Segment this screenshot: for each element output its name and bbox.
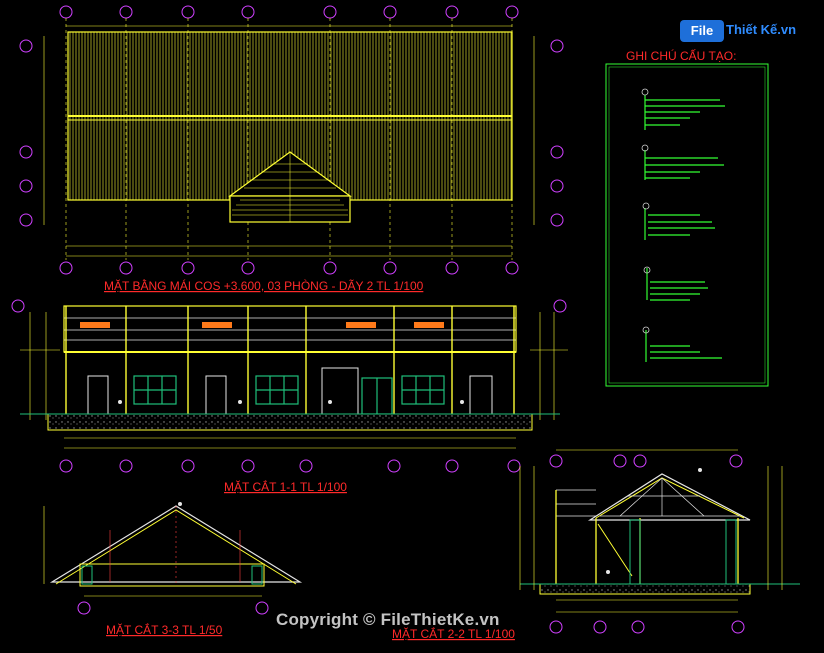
notes-title: GHI CHÚ CẤU TẠO: [626,48,736,63]
roof-plan-bottom-grid [59,261,519,275]
section-1-1-doors [87,367,493,415]
section-1-1-columns [65,306,515,418]
copyright-watermark: Copyright © FileThietKe.vn [276,610,500,629]
section-2-2: MẶT CẮT 2-2 TL 1/100 [392,449,800,641]
logo-text: Thiết Kế.vn [726,22,797,37]
roof-plan-dim-bottom [66,245,512,257]
section-3-3: MẶT CẮT 3-3 TL 1/50 [43,505,303,637]
logo-icon[interactable]: File Thiết Kế.vn [680,16,798,44]
section-1-1-windows [133,375,445,415]
logo-badge: File [680,20,724,42]
section-1-1-title: MẶT CẮT 1-1 TL 1/100 [224,479,347,494]
roof-plan-title: MẶT BẰNG MÁI COS +3.600, 03 PHÒNG - DÃY … [104,278,424,293]
notes-lines [644,95,725,362]
level-marker-icon [118,400,702,574]
roof-plan: MẶT BẰNG MÁI COS +3.600, 03 PHÒNG - DÃY … [19,5,564,293]
section-3-3-title: MẶT CẮT 3-3 TL 1/50 [106,622,223,637]
section-2-2-title: MẶT CẮT 2-2 TL 1/100 [392,626,515,641]
roof-plan-top-grid [59,5,519,19]
section-1-1: MẶT CẮT 1-1 TL 1/100 [11,299,568,494]
section-1-1-beams [80,322,444,328]
roof-plan-side-grid [19,39,564,227]
roof-gable [228,151,352,223]
construction-notes-panel: GHI CHÚ CẤU TẠO: [605,48,769,387]
section-1-1-dims [64,437,516,449]
